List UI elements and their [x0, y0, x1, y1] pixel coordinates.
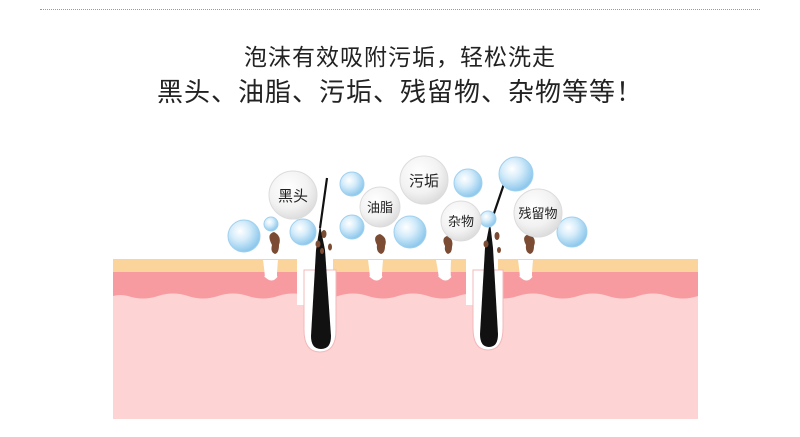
label-bubbles: 黑头 油脂 污垢 杂物 残留物: [268, 155, 563, 242]
dermis-layer: [113, 293, 698, 419]
dirt-speck: [315, 240, 321, 248]
hair-root-left: [311, 225, 331, 349]
label-bubble-blackhead: 黑头: [268, 170, 318, 220]
dirt-speck: [497, 247, 501, 253]
dirt-speck: [328, 243, 332, 251]
foam-bubble: [393, 215, 427, 249]
hair-root-right: [480, 222, 498, 347]
label-debris: 杂物: [448, 215, 474, 230]
residue-particle: [524, 234, 535, 254]
epidermis-layer: [113, 270, 698, 299]
foam-bubble: [453, 168, 483, 198]
dirt-particles: [269, 230, 535, 254]
label-blackhead: 黑头: [278, 187, 308, 205]
skin-surface-layer: [113, 259, 698, 272]
label-bubble-debris: 杂物: [440, 200, 482, 242]
foam-bubble: [263, 216, 279, 232]
label-oil: 油脂: [367, 201, 393, 216]
oil-particle: [375, 234, 386, 254]
dirt-speck: [494, 232, 500, 240]
foam-bubble: [479, 210, 497, 228]
label-bubble-dirt: 污垢: [399, 155, 449, 205]
foam-bubble: [498, 156, 534, 192]
foam-bubble: [289, 218, 317, 246]
pore-1: [263, 260, 278, 281]
blackhead-particle: [269, 232, 280, 254]
headline-line-2: 黑头、油脂、污垢、残留物、杂物等等！: [156, 78, 643, 108]
dirt-speck: [320, 248, 324, 254]
label-bubble-residue: 残留物: [513, 188, 563, 238]
pore-3: [436, 260, 452, 281]
hair-shaft-left: [318, 177, 329, 229]
dirt-speck: [483, 240, 489, 248]
pore-4: [518, 260, 533, 281]
debris-particle: [443, 236, 453, 254]
label-dirt: 污垢: [409, 172, 439, 190]
pores: [263, 260, 533, 281]
foam-bubble: [339, 171, 365, 197]
top-dotted-divider: [40, 9, 760, 10]
headline-line-1: 泡沫有效吸附污垢，轻松洗走: [244, 45, 556, 71]
foam-bubble: [556, 216, 588, 248]
pore-2: [368, 260, 383, 281]
label-residue: 残留物: [518, 207, 557, 222]
skin-layers: [113, 255, 698, 419]
label-bubble-oil: 油脂: [359, 186, 401, 228]
foam-bubble: [339, 214, 365, 240]
foam-bubble: [227, 219, 261, 253]
dirt-speck: [321, 230, 327, 238]
hair-follicle-left: [303, 177, 337, 353]
